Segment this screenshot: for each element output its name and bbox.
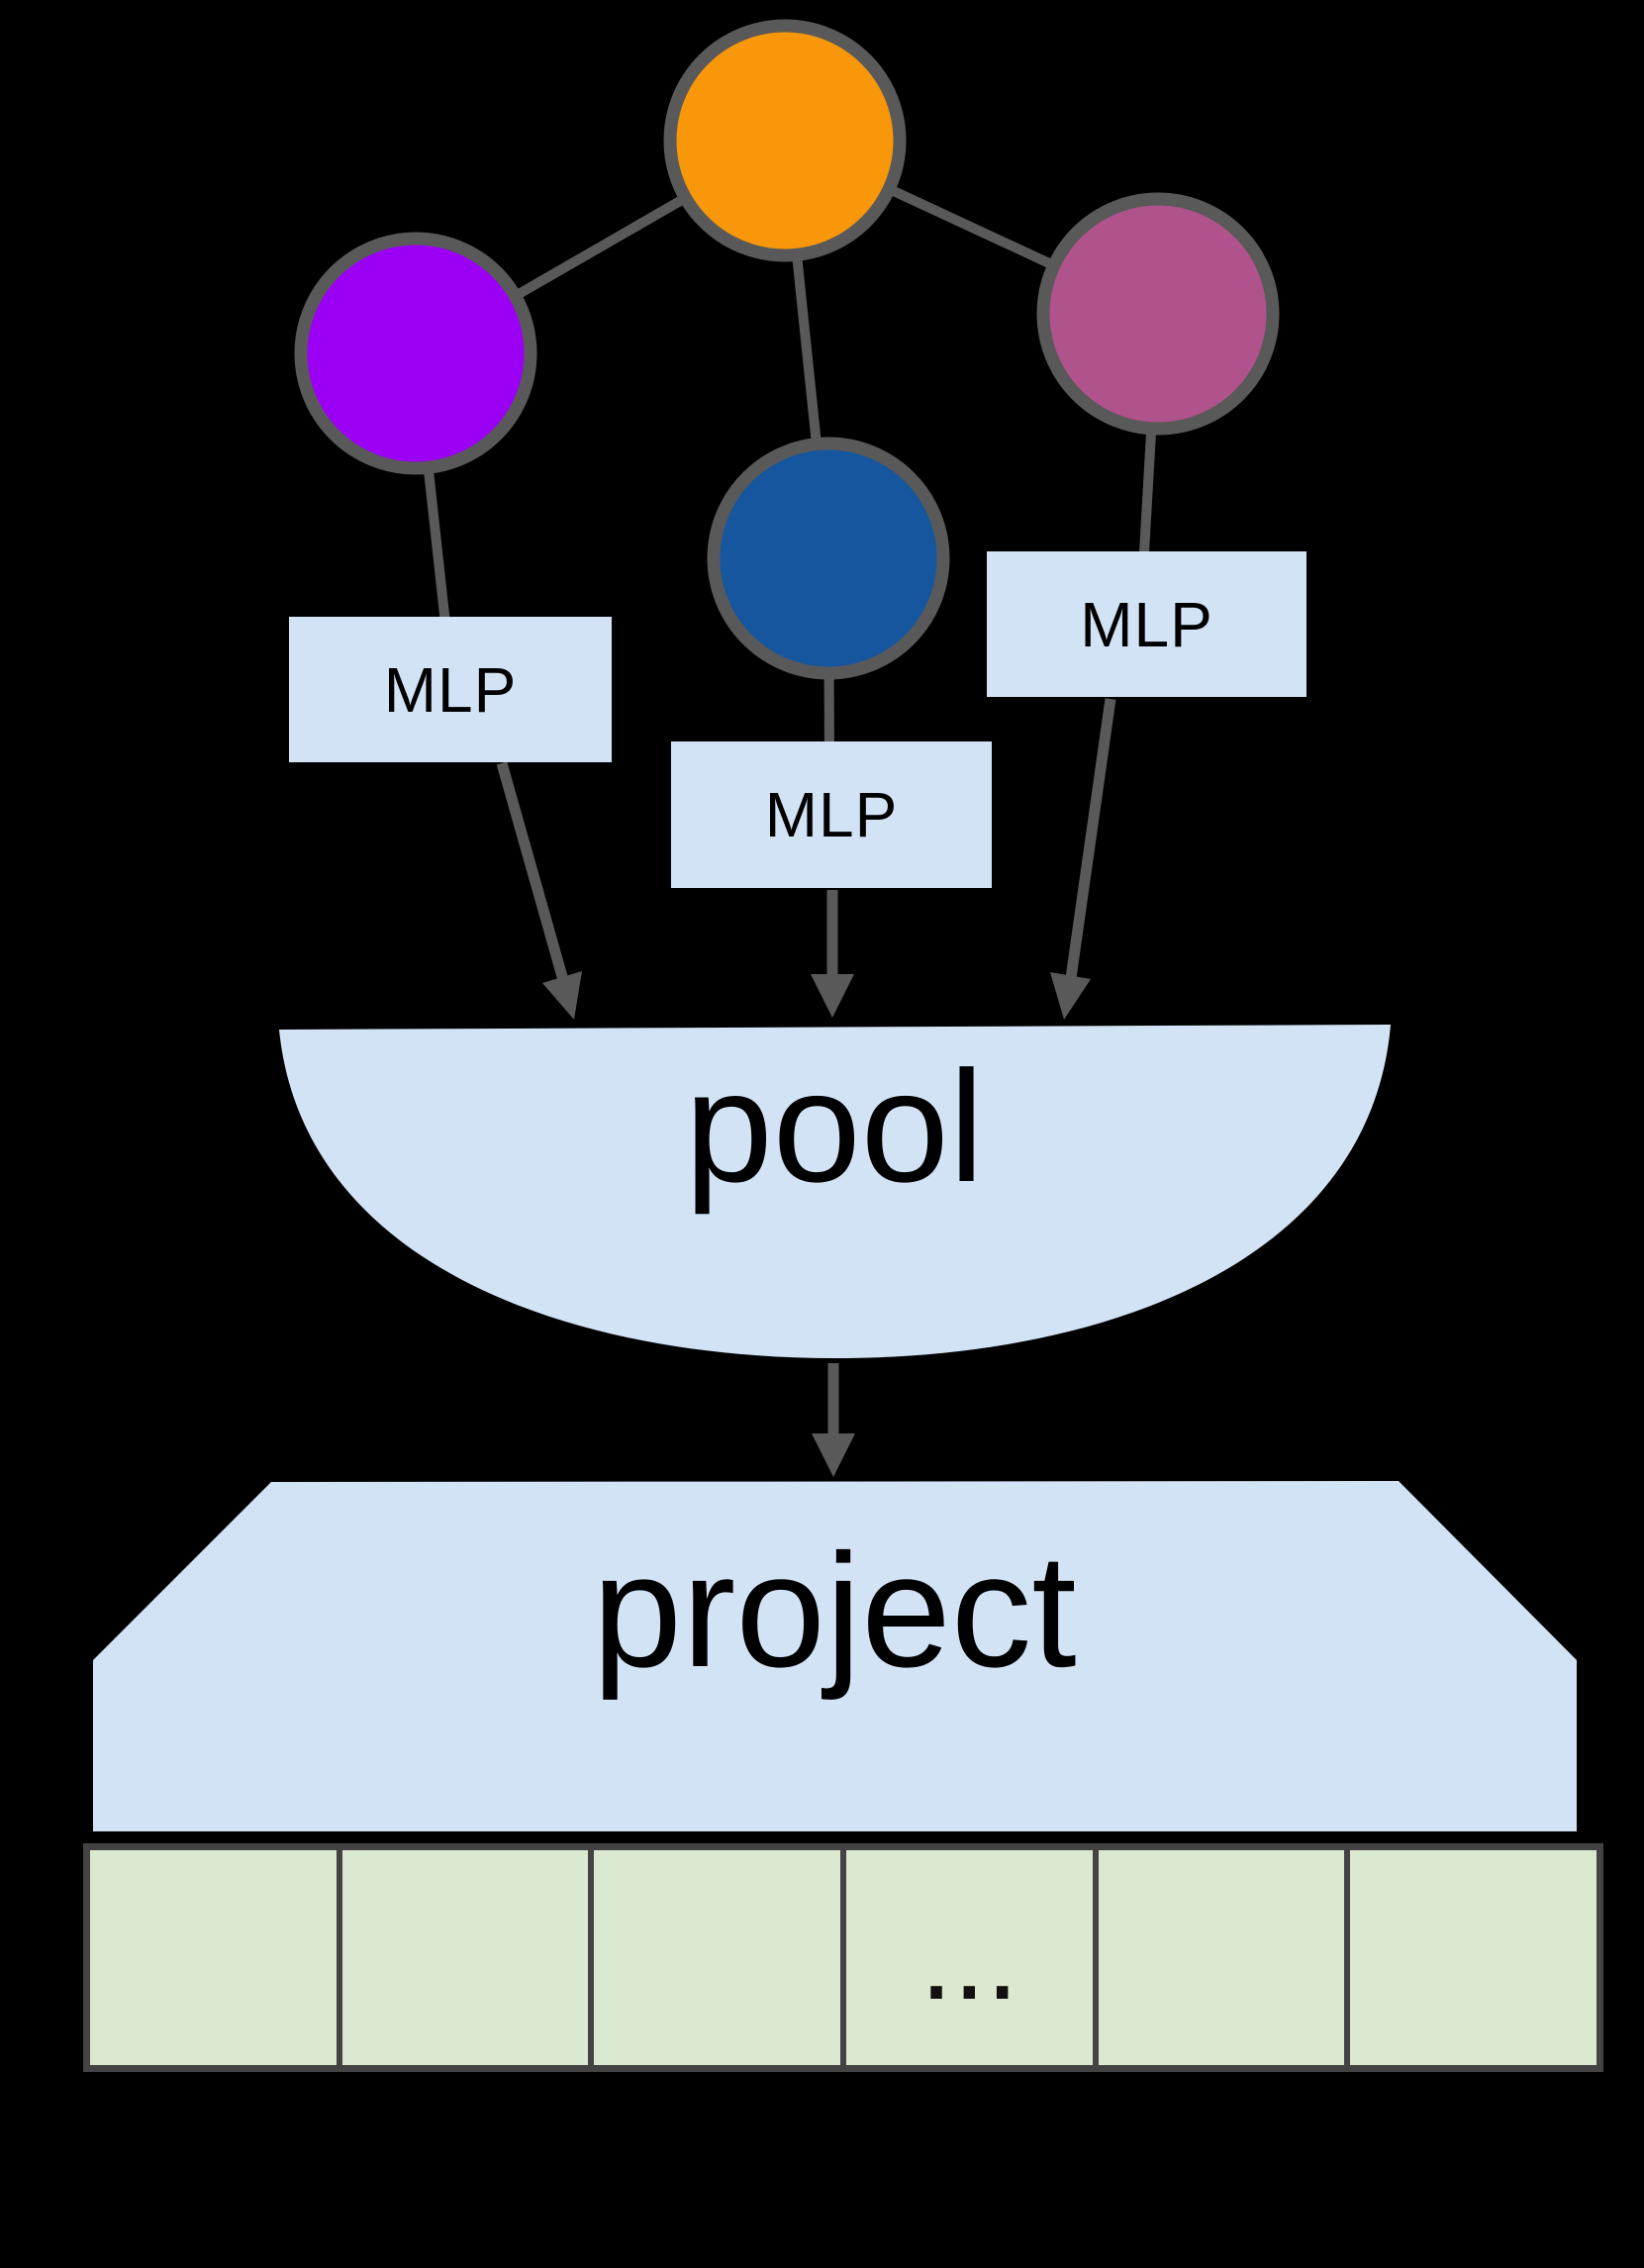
arrow-mlp1-to-pool-shaft [496,761,569,982]
graph-node-blue [707,437,950,680]
pool-shape [279,1025,1391,1358]
arrow-mlp1-to-pool-head [542,971,582,1020]
pool-label: pool [684,1037,985,1215]
mlp-box-2-label: MLP [764,779,899,850]
output-vector-row: ... [83,1843,1603,2072]
vector-ellipsis: ... [919,1891,1019,2024]
graph-node-purple [294,232,537,475]
graph-node-magenta [1036,192,1280,436]
vector-cell-2 [341,1850,589,2065]
vector-cell-1 [90,1850,337,2065]
mlp-box-1-label: MLP [383,653,518,726]
mlp-box-2: MLP [671,741,992,888]
project-label: project [592,1520,1077,1701]
mlp-box-3-label: MLP [1080,588,1213,660]
vector-cell-3 [594,1850,840,2065]
project-shape [93,1481,1577,1831]
arrow-pool-to-project-head [812,1433,855,1477]
arrow-mlp3-to-pool-shaft [1065,698,1116,979]
vector-cell-4: ... [846,1850,1093,2065]
graph-node-orange [663,19,907,262]
vector-cell-6 [1350,1850,1596,2065]
arrow-mlp2-to-pool-head [811,974,854,1018]
mlp-box-3: MLP [987,551,1306,697]
vector-cell-5 [1098,1850,1345,2065]
mlp-box-1: MLP [289,617,612,762]
arrow-mlp3-to-pool-head [1050,972,1091,1020]
